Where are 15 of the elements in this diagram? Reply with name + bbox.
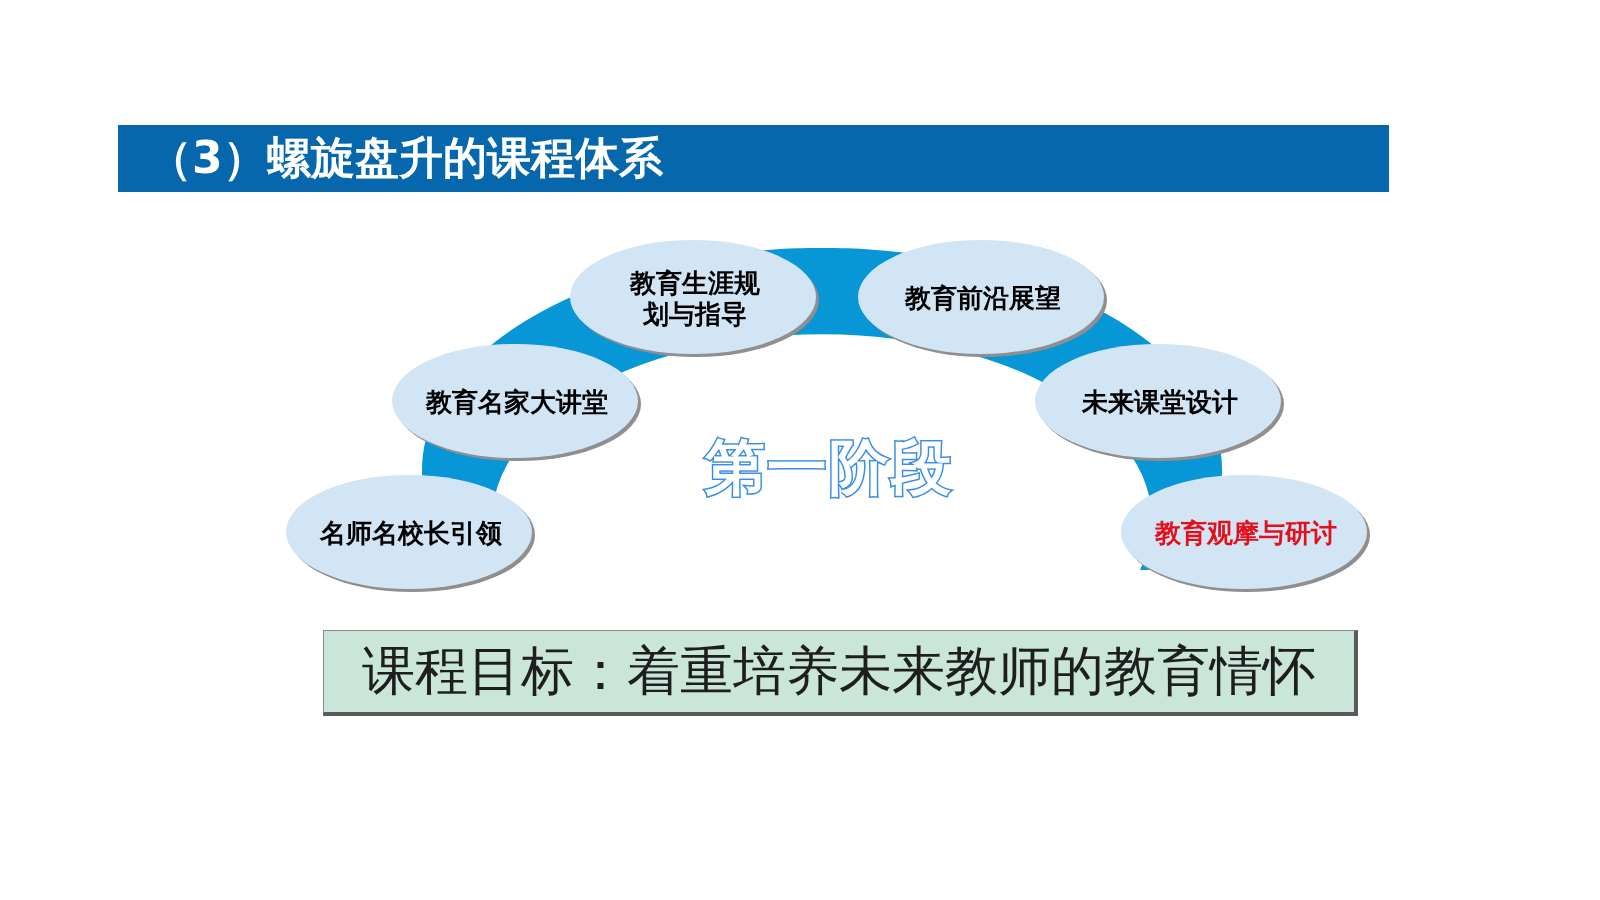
oval-node [1120,474,1372,594]
oval-node [569,239,821,359]
title-text: （3）螺旋盘升的课程体系 [148,134,663,183]
oval-node [391,343,643,463]
oval-node [1034,343,1286,463]
node-text: 教育观摩与研讨 [1155,518,1337,550]
oval-node [285,474,537,594]
oval-node [857,239,1109,359]
node-text: 名师名校长引领 [320,518,502,550]
node-text: 未来课堂设计 [1082,387,1238,419]
node-text: 教育名家大讲堂 [426,387,608,419]
goal-box [323,630,1358,716]
node-text: 教育前沿展望 [905,283,1061,315]
goal-text: 课程目标：着重培养未来教师的教育情怀 [362,641,1316,702]
node-text: 教育生涯规划与指导 [628,267,761,331]
